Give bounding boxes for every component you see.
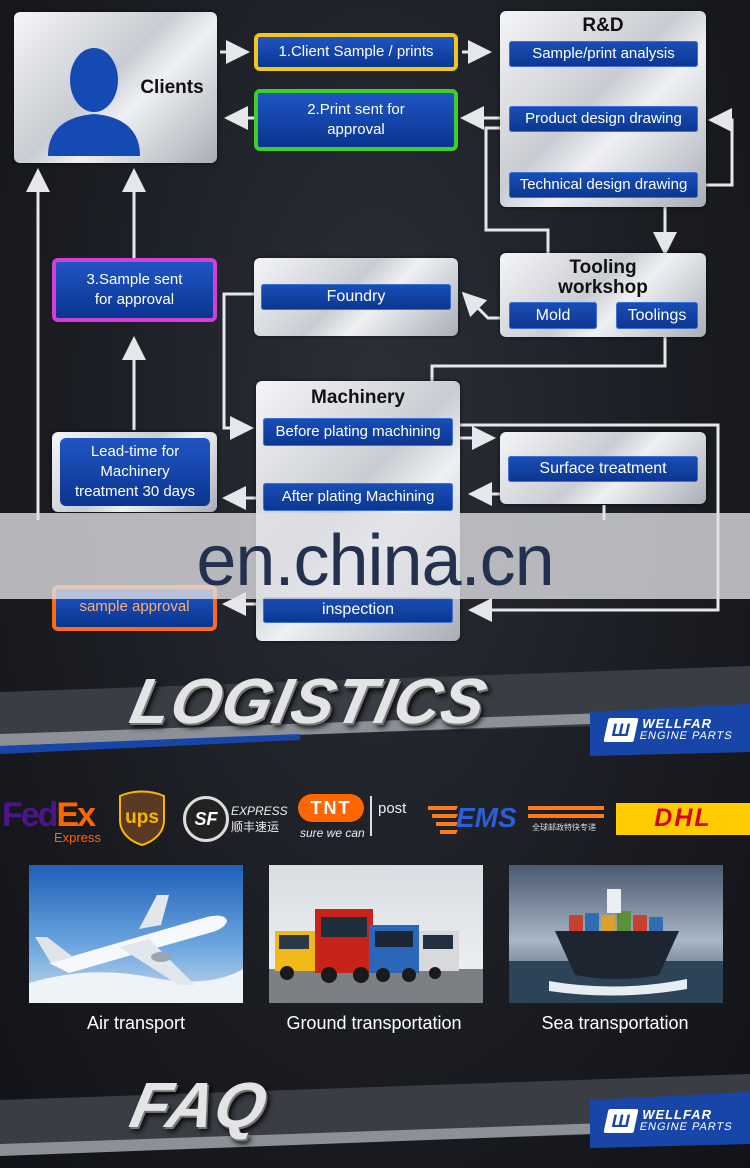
print-sent-box: 2.Print sent for approval bbox=[254, 89, 458, 151]
arrow-tooling-to-machinery bbox=[420, 337, 667, 416]
after-plating-pill: After plating Machining bbox=[263, 483, 453, 511]
clients-box: Clients bbox=[14, 12, 217, 163]
arrow-rnd-loop bbox=[705, 108, 734, 187]
watermark-banner bbox=[0, 513, 750, 599]
machinery-title: Machinery bbox=[311, 387, 405, 408]
brand-sub: ENGINE PARTS bbox=[638, 1121, 734, 1133]
print-sent-line1: 2.Print sent for bbox=[307, 101, 405, 118]
arrow-rnd-to-mold bbox=[484, 126, 560, 302]
lead-time-line3: treatment 30 days bbox=[74, 483, 196, 500]
arrow-tooling-to-foundry bbox=[461, 291, 502, 320]
dhl-text: DHL bbox=[654, 804, 712, 832]
arrow-foundry-to-machinery bbox=[222, 292, 256, 440]
client-sample-label: 1.Client Sample / prints bbox=[278, 43, 434, 60]
wellfar-logo-bottom: Ш WELLFAR ENGINE PARTS bbox=[603, 1107, 736, 1134]
print-sent-line2: approval bbox=[327, 121, 385, 138]
sf-word: EXPRESS bbox=[231, 804, 288, 818]
sea-transport-caption: Sea transportation bbox=[541, 1013, 689, 1033]
sf-cn: 顺丰速运 bbox=[231, 820, 280, 834]
airplane-photo bbox=[29, 865, 243, 1003]
ups-text: ups bbox=[125, 807, 159, 828]
watermark-text: en.china.cn bbox=[196, 521, 554, 601]
logistics-band bbox=[0, 666, 750, 756]
ups-logo: ups bbox=[118, 790, 166, 847]
tnt-divider bbox=[370, 796, 372, 836]
ems-stripe-1 bbox=[528, 806, 604, 810]
brand-sub: ENGINE PARTS bbox=[638, 730, 734, 742]
ship-photo bbox=[509, 865, 723, 1003]
lead-time-line1: Lead-time for bbox=[90, 443, 180, 460]
wellfar-mark-icon: Ш bbox=[603, 1109, 639, 1133]
person-icon bbox=[48, 48, 140, 156]
ship-icon bbox=[509, 865, 723, 1003]
trucks-photo bbox=[269, 865, 483, 1003]
tnt-tagline: sure we can bbox=[300, 826, 365, 840]
foundry-pill: Foundry bbox=[261, 284, 451, 310]
wellfar-mark-icon: Ш bbox=[603, 718, 639, 742]
dhl-logo: DHL bbox=[616, 803, 750, 835]
airplane-icon bbox=[29, 865, 243, 1003]
ems-wing-icon bbox=[428, 806, 458, 834]
faq-heading: FAQ bbox=[124, 1069, 275, 1141]
sample-sent-box: 3.Sample sent for approval bbox=[52, 258, 217, 322]
fedex-part2: Ex bbox=[56, 796, 96, 834]
sample-sent-line1: 3.Sample sent bbox=[86, 271, 183, 288]
faq-band bbox=[0, 1074, 750, 1156]
rnd-step-product-design: Product design drawing bbox=[509, 106, 698, 132]
rnd-title: R&D bbox=[582, 15, 624, 36]
ups-shield-icon bbox=[119, 790, 165, 847]
clients-label: Clients bbox=[140, 77, 204, 98]
wellfar-logo-top: Ш WELLFAR ENGINE PARTS bbox=[603, 716, 736, 743]
tooling-title-1: Tooling bbox=[569, 257, 637, 278]
fedex-part1: Fed bbox=[2, 796, 58, 834]
before-plating-pill: Before plating machining bbox=[263, 418, 453, 446]
fedex-sub: Express bbox=[54, 830, 101, 845]
rnd-step-technical-design: Technical design drawing bbox=[509, 172, 698, 198]
mold-pill: Mold bbox=[509, 302, 597, 329]
ems-logo: EMS 全球邮政特快专递 bbox=[428, 802, 606, 838]
brand-name: WELLFAR bbox=[640, 716, 714, 731]
ems-mark: EMS bbox=[456, 802, 517, 833]
air-transport-caption: Air transport bbox=[86, 1013, 186, 1033]
sf-express-logo: SF EXPRESS 顺丰速运 bbox=[183, 796, 288, 842]
inspection-pill: inspection bbox=[263, 597, 453, 623]
trucks-icon bbox=[269, 865, 483, 1003]
sample-sent-line2: for approval bbox=[94, 291, 175, 308]
lead-time-panel: Lead-time for Machinery treatment 30 day… bbox=[60, 438, 210, 506]
tooling-title-2: workshop bbox=[558, 277, 648, 298]
lead-time-line2: Machinery bbox=[100, 463, 170, 480]
client-sample-box: 1.Client Sample / prints bbox=[254, 33, 458, 71]
surface-pill: Surface treatment bbox=[508, 456, 698, 482]
ems-stripe-2 bbox=[528, 814, 604, 818]
logistics-heading: LOGISTICS bbox=[124, 665, 494, 737]
sample-approval-label: sample approval bbox=[79, 598, 190, 615]
ems-cn: 全球邮政特快专递 bbox=[532, 823, 596, 832]
tnt-post-logo: TNT sure we can post bbox=[298, 794, 418, 844]
sf-mark: SF bbox=[183, 796, 229, 842]
rnd-step-analysis: Sample/print analysis bbox=[509, 41, 698, 67]
toolings-pill: Toolings bbox=[616, 302, 698, 329]
fedex-logo: FedEx Express bbox=[2, 796, 106, 848]
ground-transport-caption: Ground transportation bbox=[286, 1013, 462, 1033]
tnt-post: post bbox=[378, 800, 407, 817]
brand-name: WELLFAR bbox=[640, 1107, 714, 1122]
tnt-mark: TNT bbox=[298, 794, 364, 822]
